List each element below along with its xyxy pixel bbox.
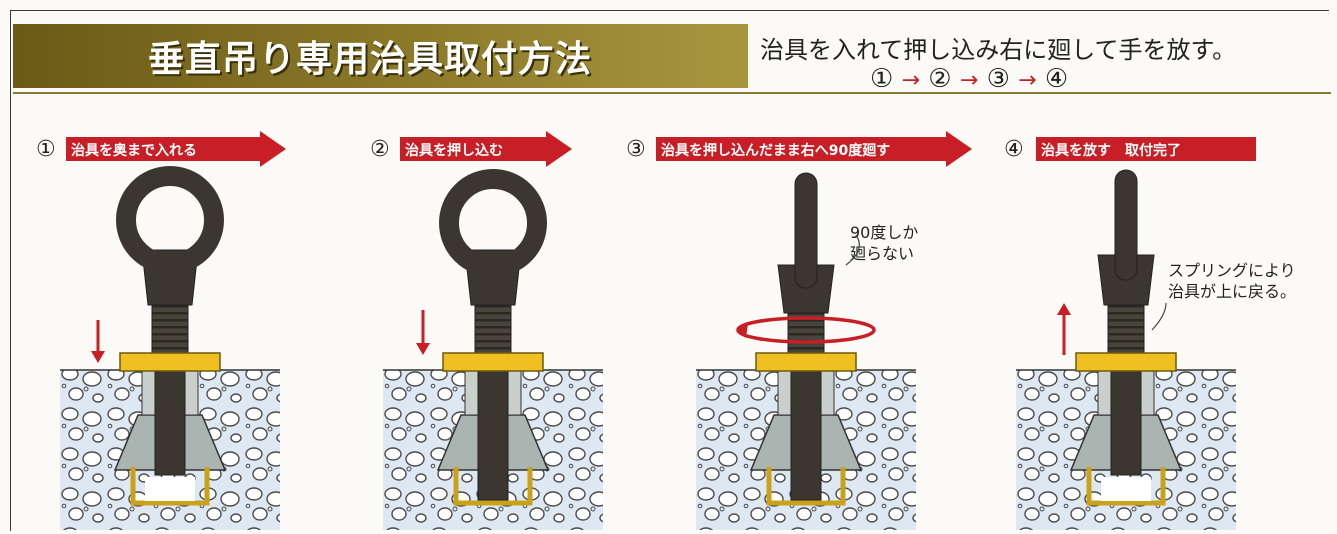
sequence-arrow-3: →: [1018, 68, 1037, 93]
tool-handle-bar: [1114, 169, 1138, 281]
rotation-note-line-1: 90度しか: [850, 223, 919, 242]
down-arrow: [91, 320, 105, 363]
step-2-banner: 治具を押し込む: [400, 131, 572, 167]
diagram-frame: [10, 10, 1329, 531]
step-1-illustration: [60, 166, 280, 530]
title-underline: [13, 92, 1331, 94]
step-3-arrowhead: [946, 131, 972, 167]
anchor-collar: [1075, 352, 1177, 372]
sequence-step-4: ④: [1044, 64, 1069, 94]
step-4-number: ④: [1004, 137, 1024, 162]
rotation-note: 90度しか 廻らない: [850, 222, 918, 264]
sequence-arrow-2: →: [959, 68, 979, 93]
anchor-bottom-cup: [1086, 467, 1166, 506]
step-4-label: 治具を放す 取付完了: [1041, 143, 1181, 159]
step-1-banner: 治具を奥まで入れる: [66, 131, 286, 167]
anchor-bottom-cup: [453, 467, 533, 506]
step-4-banner: 治具を放す 取付完了: [1036, 131, 1256, 167]
step-1-label: 治具を奥まで入れる: [71, 143, 197, 159]
anchor-collar: [119, 352, 221, 372]
anchor-collar: [755, 352, 857, 372]
rotation-note-line-2: 廻らない: [850, 244, 915, 263]
eye-bolt-ring: [116, 166, 224, 274]
step-4-illustration: [1016, 169, 1236, 530]
anchor-bottom-cup: [130, 467, 210, 506]
step-2-number: ②: [370, 137, 390, 162]
anchor-bottom-gap: [1101, 477, 1151, 501]
step-3-banner: 治具を押し込んだまま右へ90度廻す: [656, 131, 972, 167]
rotation-leader-line: [845, 234, 860, 266]
anchor-bottom-gap: [145, 477, 195, 501]
sequence-step-1: ①: [870, 64, 894, 94]
step-2-illustration: [383, 169, 603, 530]
spring-note: スプリングにより 治具が上に戻る。: [1168, 260, 1296, 302]
anchor-bottom-cup: [766, 467, 846, 506]
spring-note-line-1: スプリングにより: [1168, 261, 1296, 280]
sequence-arrow-1: →: [901, 68, 921, 93]
step-2-label: 治具を押し込む: [405, 143, 503, 159]
tool-handle-bar: [794, 172, 818, 289]
rotate-arrow-icon: [736, 316, 876, 344]
step-3-illustration: [696, 172, 916, 530]
instruction-text: 治具を入れて押し込み右に廻して手を放す。: [760, 36, 1237, 64]
up-arrow: [1057, 303, 1071, 355]
sequence-step-2: ②: [928, 64, 952, 94]
step-3-number: ③: [626, 137, 646, 162]
step-1-number: ①: [36, 137, 56, 162]
sequence-step-3: ③: [986, 64, 1010, 94]
page-title: 垂直吊り専用治具取付方法: [148, 39, 593, 80]
spring-leader-line: [1151, 302, 1167, 331]
step-1-banner-bar: [66, 137, 260, 161]
step-3-banner-bar: [656, 137, 946, 161]
title-band: [13, 24, 748, 88]
step-4-banner-bar: [1036, 137, 1256, 161]
step-2-arrowhead: [546, 131, 572, 167]
step-3-label: 治具を押し込んだまま右へ90度廻す: [661, 143, 891, 159]
step-1-arrowhead: [260, 131, 286, 167]
eye-bolt-ring: [439, 169, 547, 277]
step-2-banner-bar: [400, 137, 546, 161]
step-sequence: ① → ② → ③ → ④: [870, 64, 1068, 94]
anchor-collar: [442, 352, 544, 372]
down-arrow: [416, 310, 430, 355]
spring-note-line-2: 治具が上に戻る。: [1168, 282, 1297, 301]
